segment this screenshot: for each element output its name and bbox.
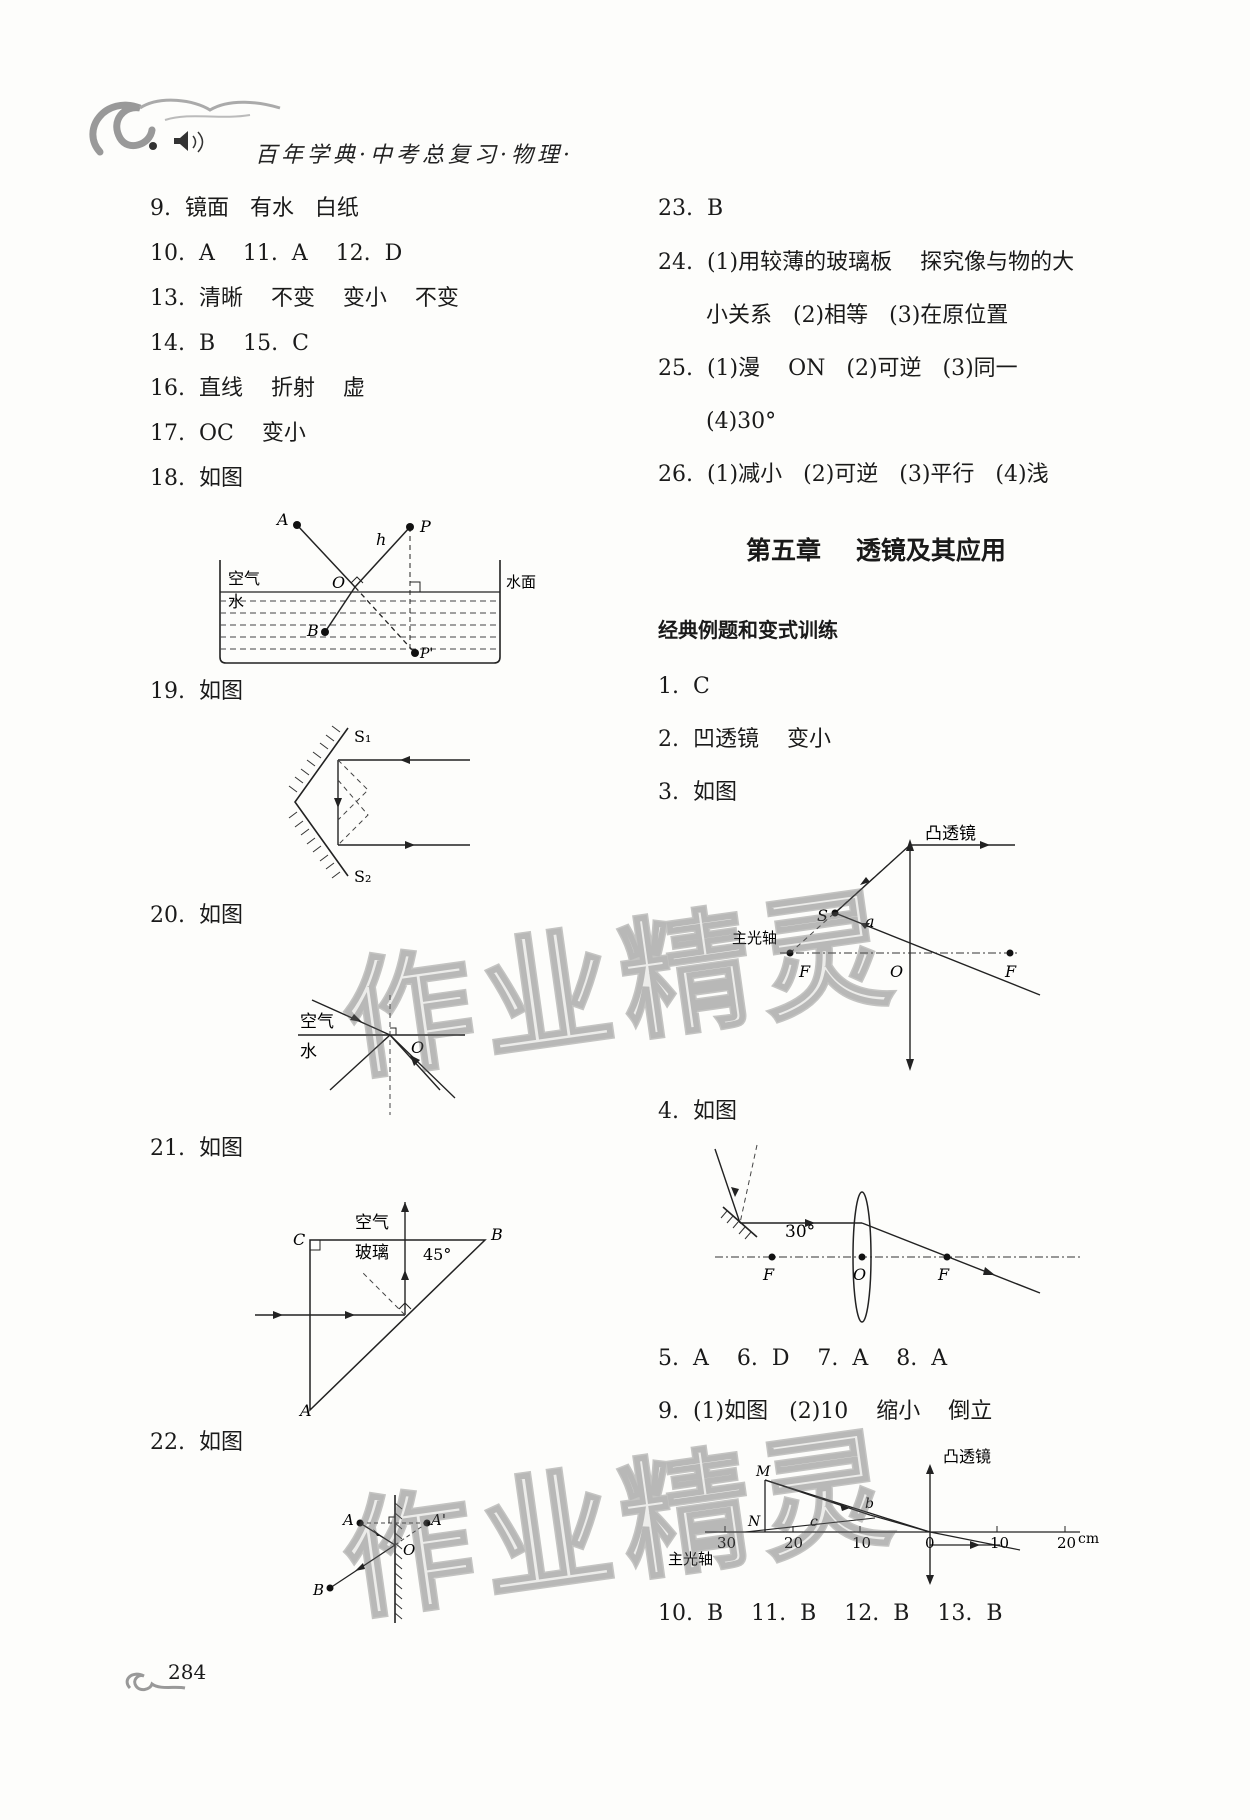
label-f1: F [762, 1265, 775, 1284]
figure-3-lens-diagram: 凸透镜 主光轴 S a F O F [732, 824, 1041, 1071]
label-b: B [312, 1581, 324, 1599]
label-main-axis: 主光轴 [732, 929, 777, 947]
label-s: S [817, 906, 828, 925]
answer-line: 19. 如图 [150, 679, 243, 704]
page-number: 284 [168, 1660, 207, 1684]
tick-label: 0 [925, 1534, 935, 1552]
label-convex-lens: 凸透镜 [943, 1447, 991, 1466]
label-b: B [490, 1225, 503, 1244]
label-main-axis: 主光轴 [668, 1550, 713, 1568]
answer-line: 18. 如图 [150, 466, 243, 491]
label-p: P [419, 517, 431, 536]
chapter-title: 第五章 透镜及其应用 [746, 536, 1006, 565]
label-glass: 玻璃 [355, 1243, 389, 1263]
tick-label: 20 [1057, 1534, 1076, 1552]
label-a-prime: A' [429, 1511, 446, 1529]
page-header: 百年学典·中考总复习·物理· [80, 90, 680, 170]
tick-label: 10 [990, 1534, 1009, 1552]
label-water-surface: 水面 [506, 573, 536, 591]
answer-line: 23. B [658, 196, 724, 221]
label-air: 空气 [355, 1213, 389, 1233]
label-water: 水 [228, 592, 244, 611]
label-air: 空气 [300, 1012, 334, 1032]
label-o: O [853, 1265, 866, 1284]
label-c: c [810, 1514, 818, 1530]
label-b: b [865, 1496, 874, 1512]
label-water: 水 [300, 1042, 317, 1062]
answer-line: 3. 如图 [658, 780, 737, 805]
footer-dragon-icon [125, 1672, 186, 1692]
label-o: O [403, 1541, 415, 1559]
answer-line: 21. 如图 [150, 1136, 243, 1161]
label-a: A [275, 510, 289, 529]
label-a: a [865, 912, 875, 931]
answer-line: 13. 清晰 不变 变小 不变 [150, 286, 459, 311]
figure-4-lens-diagram: 30° F O F [714, 1144, 1080, 1323]
answer-line: 5. A 6. D 7. A 8. A [658, 1346, 948, 1371]
answer-line: 4. 如图 [658, 1099, 737, 1124]
label-o: O [411, 1038, 424, 1057]
dragon-logo-icon [89, 98, 281, 156]
figure-9-lens-diagram: 凸透镜 M N b c 主光轴 30 20 10 0 10 20 cm [668, 1447, 1099, 1585]
figure-18-diagram: A P h O B P' 空气 水 水面 [219, 510, 536, 664]
label-a: A [341, 1511, 354, 1529]
label-c: C [293, 1230, 305, 1249]
answer-line: 17. OC 变小 [150, 421, 306, 446]
figure-22-diagram: A A' O B [312, 1495, 446, 1623]
answer-line: 9. 镜面 有水 白纸 [150, 196, 359, 221]
label-f2: F [937, 1265, 950, 1284]
section-title: 经典例题和变式训练 [658, 618, 838, 642]
label-angle: 45° [423, 1245, 451, 1264]
label-a: A [298, 1401, 312, 1420]
answer-line: 9. (1)如图 (2)10 缩小 倒立 [658, 1399, 993, 1424]
answer-line: (4)30° [706, 409, 777, 434]
answer-line: 24. (1)用较薄的玻璃板 探究像与物的大 [658, 250, 1075, 275]
label-convex-lens: 凸透镜 [925, 824, 976, 844]
label-o: O [890, 962, 903, 981]
header-title: 百年学典·中考总复习·物理· [255, 143, 574, 168]
label-n: N [747, 1514, 761, 1530]
unit-label: cm [1078, 1531, 1099, 1547]
answer-line: 10. A 11. A 12. D [150, 241, 403, 266]
figure-19-diagram: S₁ S₂ [288, 725, 470, 886]
label-m: M [755, 1464, 771, 1480]
answer-line: 10. B 11. B 12. B 13. B [658, 1601, 1003, 1626]
answer-line: 14. B 15. C [150, 331, 309, 356]
tick-label: 10 [852, 1534, 871, 1552]
answer-line: 20. 如图 [150, 903, 243, 928]
tick-label: 30 [717, 1534, 736, 1552]
answer-line: 25. (1)漫 ON (2)可逆 (3)同一 [658, 356, 1018, 381]
label-h: h [376, 530, 386, 549]
answer-line: 26. (1)减小 (2)可逆 (3)平行 (4)浅 [658, 462, 1049, 487]
figure-20-diagram: 空气 水 O [298, 995, 465, 1115]
label-o: O [332, 573, 345, 592]
tick-label: 20 [784, 1534, 803, 1552]
label-air: 空气 [228, 569, 260, 588]
label-f1: F [798, 962, 811, 981]
answer-line: 2. 凹透镜 变小 [658, 727, 831, 752]
answer-line: 22. 如图 [150, 1430, 243, 1455]
label-p-prime: P' [419, 646, 433, 662]
label-b: B [306, 621, 319, 640]
answer-line: 小关系 (2)相等 (3)在原位置 [706, 303, 1009, 328]
answer-line: 1. C [658, 674, 710, 699]
label-s1: S₁ [354, 727, 371, 746]
figure-21-diagram: 空气 玻璃 45° C B A [255, 1202, 503, 1420]
label-angle: 30° [785, 1222, 815, 1242]
answer-line: 16. 直线 折射 虚 [150, 376, 365, 401]
label-s2: S₂ [354, 867, 371, 886]
label-f2: F [1004, 962, 1017, 981]
